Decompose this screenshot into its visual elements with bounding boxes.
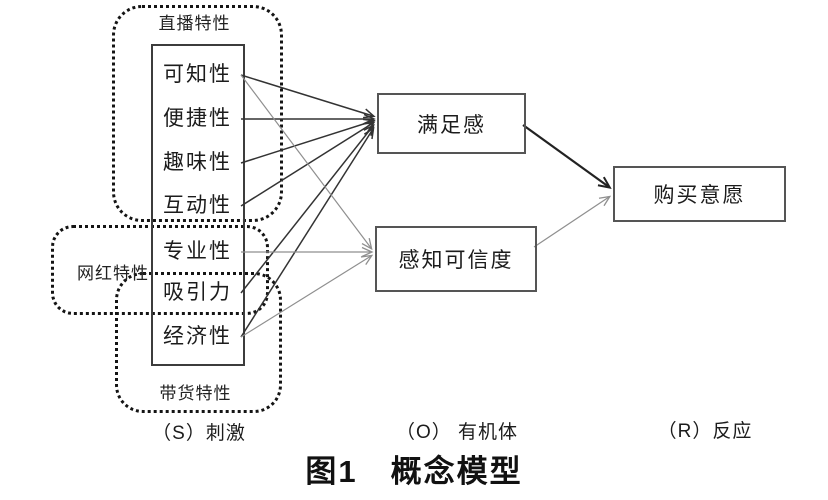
group-label-influencer: 网红特性: [77, 264, 149, 283]
group-product-selling-traits: [115, 272, 282, 413]
group-label-live-streaming: 直播特性: [158, 14, 231, 33]
node-satisfaction-label: 满足感: [417, 113, 486, 137]
group-label-product-selling: 带货特性: [159, 384, 232, 403]
node-perceived-credibility-label: 感知可信度: [398, 249, 514, 272]
sor-label-response: （R）反应: [657, 421, 753, 442]
node-purchase-intention-label: 购买意愿: [653, 184, 746, 207]
stimulus-item-interactivity: 互动性: [163, 194, 232, 217]
sor-label-stimulus: （S）刺激: [152, 423, 246, 444]
stimulus-item-convenience: 便捷性: [163, 107, 232, 130]
stimulus-item-economy: 经济性: [163, 325, 232, 348]
node-purchase-intention: 购买意愿: [613, 166, 786, 222]
stimulus-item-interestingness: 趣味性: [163, 151, 232, 174]
sor-label-organism: （O） 有机体: [395, 422, 519, 443]
stimulus-item-attractiveness: 吸引力: [163, 281, 232, 304]
edge-line-credibility-to-purchase: [533, 195, 612, 248]
edge-line-satisfaction-to-purchase: [522, 124, 609, 187]
node-perceived-credibility: 感知可信度: [375, 226, 537, 292]
figure-caption: 图1 概念模型: [305, 454, 523, 489]
stimulus-item-professionalism: 专业性: [163, 240, 232, 263]
stimulus-item-knowability: 可知性: [163, 63, 232, 86]
node-satisfaction: 满足感: [377, 93, 526, 154]
